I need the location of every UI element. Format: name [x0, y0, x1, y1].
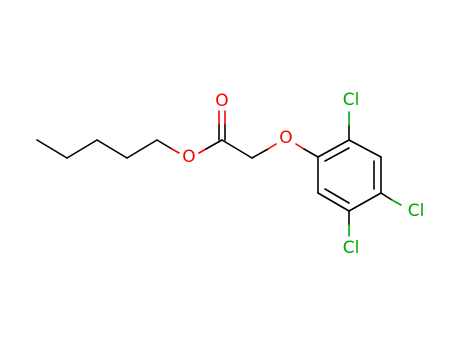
chlorine-2-label: Cl	[343, 90, 360, 110]
bond-ester-o-carbonyl-red	[198, 148, 207, 154]
bond-c1-c2	[36, 139, 68, 159]
ring-bond-c4-c5	[348, 192, 382, 212]
bond-ch2-ether-o	[251, 148, 269, 159]
ring-inner-bond-c2-c1	[324, 147, 350, 162]
bond-c5-ester-o-red	[171, 148, 180, 154]
bond-carbonyl-ch2	[221, 139, 253, 159]
bond-c4-cl	[380, 192, 393, 201]
ring-bond-c5-c6	[317, 192, 350, 212]
bond-c3-c4	[96, 139, 128, 159]
chlorine-4-label: Cl	[408, 201, 425, 221]
bond-c5-ester-o	[156, 139, 173, 150]
ring-bond-c1-c2	[317, 139, 350, 158]
chlorine-5-label: Cl	[343, 238, 360, 258]
bond-c2-c3	[66, 139, 98, 159]
bond-c4-cl-green	[391, 199, 402, 206]
bond-c4-c5	[126, 139, 158, 159]
ester-oxygen-label: O	[182, 147, 195, 167]
bond-ch2-ether-o-red	[267, 143, 277, 150]
bond-ether-o-ring	[303, 148, 319, 158]
ether-oxygen-label: O	[279, 128, 292, 148]
bond-ether-o-ring-red	[295, 143, 305, 150]
bond-ester-o-carbonyl	[205, 139, 223, 150]
ring-bond-c2-c3	[348, 139, 382, 158]
carbonyl-oxygen-label: O	[215, 91, 228, 111]
ring-inner-bond-c5-c6	[324, 188, 350, 204]
